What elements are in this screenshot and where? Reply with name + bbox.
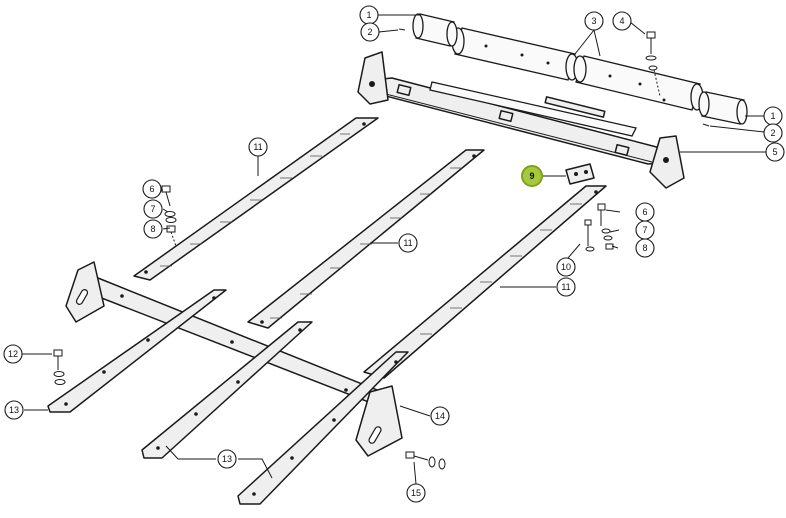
callout-c8a-label: 8 [150,224,155,234]
callout-c2b-label: 2 [770,128,775,138]
callout-c1b-label: 1 [770,111,775,121]
callout-c2a-label: 2 [367,27,372,37]
bottom-frame [47,261,409,505]
callout-c6a: 6 [142,179,162,199]
callout-c13a-label: 13 [9,405,19,415]
callout-c11b: 11 [398,233,418,253]
roller-left [451,27,579,81]
callout-c15-label: 15 [411,488,421,498]
callout-c11c: 11 [556,277,576,297]
callout-c9[interactable]: 9 [521,165,543,187]
callout-c12: 12 [3,344,23,364]
top-beam-assembly [357,13,748,189]
callout-c13b: 13 [217,449,237,469]
hardware-right [584,203,614,252]
callout-c11b-label: 11 [403,238,412,248]
beam-rear-strip [429,81,637,137]
end-cap-left [412,13,458,47]
callout-c7b-label: 7 [642,225,647,235]
callout-c15: 15 [406,483,426,503]
callout-c11a-label: 11 [253,142,262,152]
callout-c4: 4 [612,11,632,31]
beam-left-plate [357,51,389,105]
callout-c7a: 7 [143,199,163,219]
callout-c2a: 2 [360,22,380,42]
hardware-15 [405,451,446,470]
slat-middle [247,149,485,329]
callout-c1b: 1 [763,106,783,126]
callout-c6b-label: 6 [642,207,647,217]
callout-c8a: 8 [143,219,163,239]
callout-c11a: 11 [248,137,268,157]
callout-c12-label: 12 [8,349,18,359]
callout-c13a: 13 [4,400,24,420]
runner-left [47,289,227,413]
callout-c7a-label: 7 [150,204,155,214]
callout-c7b: 7 [635,220,655,240]
runner-right [237,351,409,505]
callout-c8b: 8 [635,238,655,258]
callout-c14: 14 [430,406,450,426]
callout-c9-label: 9 [529,171,534,181]
callout-c3-label: 3 [591,16,596,26]
callout-c4-label: 4 [619,16,624,26]
bracket-plate-9 [565,163,595,185]
hardware-left [161,185,177,247]
slat-left [133,117,379,281]
callout-c10-label: 10 [561,262,571,272]
callout-c3: 3 [584,11,604,31]
callout-c10: 10 [556,257,576,277]
frame-right-plate [355,385,403,457]
callout-c5: 5 [765,142,785,162]
callout-c2b: 2 [763,123,783,143]
callout-c13b-label: 13 [222,454,232,464]
callout-c1a-label: 1 [366,10,371,20]
callout-c6b: 6 [635,202,655,222]
callout-c14-label: 14 [435,411,445,421]
end-cap-right [698,91,748,125]
top-bolt [645,31,661,97]
callout-c5-label: 5 [772,147,777,157]
runner-middle [141,321,313,459]
hardware-12 [53,349,66,385]
callout-c1a: 1 [359,5,379,25]
callout-c8b-label: 8 [642,243,647,253]
callout-c11c-label: 11 [561,282,570,292]
callout-c6a-label: 6 [149,184,154,194]
roller-right [573,55,704,111]
